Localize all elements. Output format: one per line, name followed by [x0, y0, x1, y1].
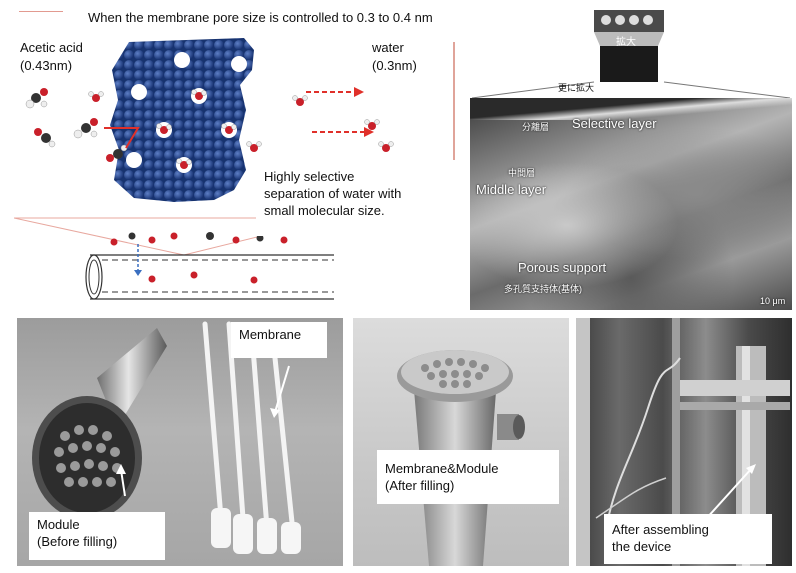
device-label-line-1: After assembling	[612, 522, 709, 537]
molecular-sieve-diagram	[14, 38, 455, 300]
module-after-photo: Membrane&Module (After filling)	[353, 318, 569, 566]
flow-arrows	[104, 87, 374, 149]
callout-line-1: Highly selective	[264, 169, 355, 184]
selective-layer-label: Selective layer	[572, 116, 657, 131]
sem-zoom-diagram	[471, 10, 791, 99]
filled-label-line-2: (After filling)	[385, 478, 455, 493]
filled-module-label-box: Membrane&Module (After filling)	[377, 450, 559, 504]
header-rule	[19, 11, 63, 12]
module-label-line-1: Module	[37, 517, 80, 532]
porous-support-jp: 多孔質支持体(基体)	[504, 284, 582, 294]
device-label-line-2: the device	[612, 539, 672, 554]
filled-module-illustration	[397, 350, 525, 566]
module-label-box: Module (Before filling)	[29, 512, 165, 560]
filled-label-line-1: Membrane&Module	[385, 461, 499, 476]
middle-layer-jp: 中間層	[508, 168, 536, 178]
selective-layer-jp: 分離層	[522, 122, 550, 132]
sem-micrograph: 分離層 Selective layer 中間層 Middle layer Por…	[470, 98, 792, 310]
porous-support-label: Porous support	[518, 260, 607, 275]
device-label-box: After assembling the device	[604, 514, 772, 564]
scale-bar-label: 10 μm	[760, 296, 786, 306]
acetic-acid-label: Acetic acid	[20, 40, 83, 55]
further-zoom-label: 更に拡大	[558, 83, 595, 93]
module-before-photo: Membrane Module (Before filling)	[17, 318, 343, 566]
callout-line-3: small molecular size.	[264, 203, 385, 218]
sem-panel: 拡大 更に拡大 分離層 Selective layer 中間層 Middle l…	[470, 8, 792, 310]
membrane-label: Membrane	[239, 327, 302, 342]
zoom-label: 拡大	[616, 37, 636, 48]
water-label: water	[372, 40, 404, 55]
callout-line-2: separation of water with	[264, 186, 402, 201]
water-size: (0.3nm)	[372, 58, 417, 73]
membrane-label-box: Membrane	[231, 322, 327, 358]
module-illustration	[32, 321, 301, 554]
assembled-device-photo: After assembling the device	[576, 318, 792, 566]
middle-layer-label: Middle layer	[476, 182, 547, 197]
acetic-acid-size: (0.43nm)	[20, 58, 73, 73]
module-label-line-2: (Before filling)	[37, 534, 118, 549]
page-title: When the membrane pore size is controlle…	[88, 10, 433, 25]
selective-separation-callout: Highly selective separation of water wit…	[256, 164, 446, 236]
zeolite-framework	[110, 38, 254, 202]
